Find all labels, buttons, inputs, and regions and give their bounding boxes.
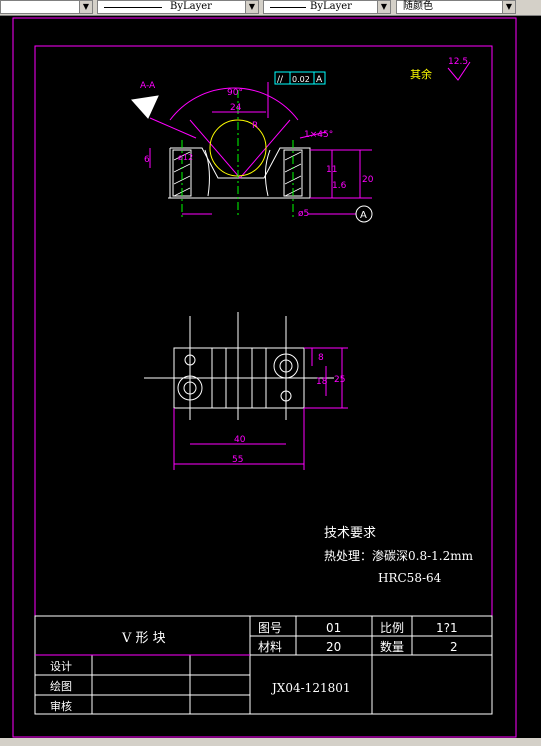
dim-6: 6 bbox=[144, 155, 150, 165]
chevron-down-icon: ▼ bbox=[245, 1, 258, 13]
scale: 1?1 bbox=[436, 621, 458, 635]
datum-circle bbox=[355, 205, 373, 223]
dim-r: R bbox=[252, 121, 258, 131]
label-figno: 图号 bbox=[258, 621, 282, 635]
dim-phi12: ø12 bbox=[178, 153, 193, 162]
title-block bbox=[34, 615, 493, 715]
layer-dropdown[interactable]: ▼ bbox=[0, 0, 93, 14]
figno: 01 bbox=[326, 621, 341, 635]
label-design: 设计 bbox=[50, 660, 72, 673]
tolerance-symbol: // bbox=[277, 75, 284, 85]
status-bar bbox=[0, 738, 541, 746]
lineweight-dropdown[interactable]: ByLayer ▼ bbox=[263, 0, 391, 14]
plan-dim-25: 25 bbox=[334, 375, 345, 385]
plan-dimensions bbox=[173, 347, 348, 470]
plan-dim-55: 55 bbox=[232, 455, 243, 465]
linetype-dropdown[interactable]: ByLayer ▼ bbox=[97, 0, 259, 14]
properties-toolbar: ▼ ByLayer ▼ ByLayer ▼ 随颜色 ▼ bbox=[0, 0, 541, 16]
tolerance-frame: // 0.02 A bbox=[274, 71, 326, 85]
dim-11: 11 bbox=[326, 165, 337, 175]
label-review: 审核 bbox=[50, 699, 72, 713]
datum-label: A bbox=[360, 210, 367, 221]
chevron-down-icon: ▼ bbox=[79, 1, 92, 13]
dim-24: 24 bbox=[230, 103, 242, 113]
chamfer-label: 1×45° bbox=[304, 130, 333, 140]
centerlines bbox=[181, 90, 294, 220]
inner-border bbox=[34, 45, 493, 715]
chevron-down-icon: ▼ bbox=[502, 1, 515, 13]
tolerance-datum: A bbox=[316, 75, 323, 85]
part-name: V 形 块 bbox=[121, 631, 166, 646]
dim-1.6: 1.6 bbox=[332, 181, 347, 191]
label-qty: 数量 bbox=[380, 639, 404, 654]
drawing-code: JX04-121801 bbox=[270, 681, 351, 695]
tech-line1: 热处理：渗碳深0.8-1.2mm bbox=[324, 548, 474, 563]
label-scale: 比例 bbox=[380, 621, 404, 635]
plan-dim-18: 18 bbox=[316, 377, 328, 387]
chevron-down-icon: ▼ bbox=[377, 1, 390, 13]
section-label: A-A bbox=[140, 81, 156, 91]
dim-angle: 90° bbox=[227, 88, 243, 98]
surface-rest-label: 其余 bbox=[410, 67, 432, 81]
label-draw: 绘图 bbox=[50, 679, 72, 693]
lineweight-value: ByLayer bbox=[310, 1, 352, 12]
linetype-value: ByLayer bbox=[170, 1, 212, 12]
tech-title: 技术要求 bbox=[324, 526, 376, 541]
qty: 2 bbox=[450, 640, 458, 654]
plan-view bbox=[144, 312, 334, 420]
tech-line2: HRC58-64 bbox=[378, 571, 442, 585]
roughness-symbol bbox=[447, 61, 471, 81]
color-value: 随颜色 bbox=[403, 1, 433, 12]
material: 20 bbox=[326, 640, 341, 654]
plan-dim-8: 8 bbox=[318, 353, 324, 363]
section-view bbox=[131, 87, 312, 199]
label-material: 材料 bbox=[258, 640, 282, 654]
surface-rest-value: 12.5 bbox=[448, 57, 468, 67]
tolerance-value: 0.02 bbox=[292, 75, 310, 84]
color-dropdown[interactable]: 随颜色 ▼ bbox=[396, 0, 516, 14]
plan-dim-40: 40 bbox=[234, 435, 246, 445]
dim-phi5: ø5 bbox=[298, 209, 309, 219]
dim-20: 20 bbox=[362, 175, 374, 185]
section-dimensions bbox=[149, 82, 372, 215]
